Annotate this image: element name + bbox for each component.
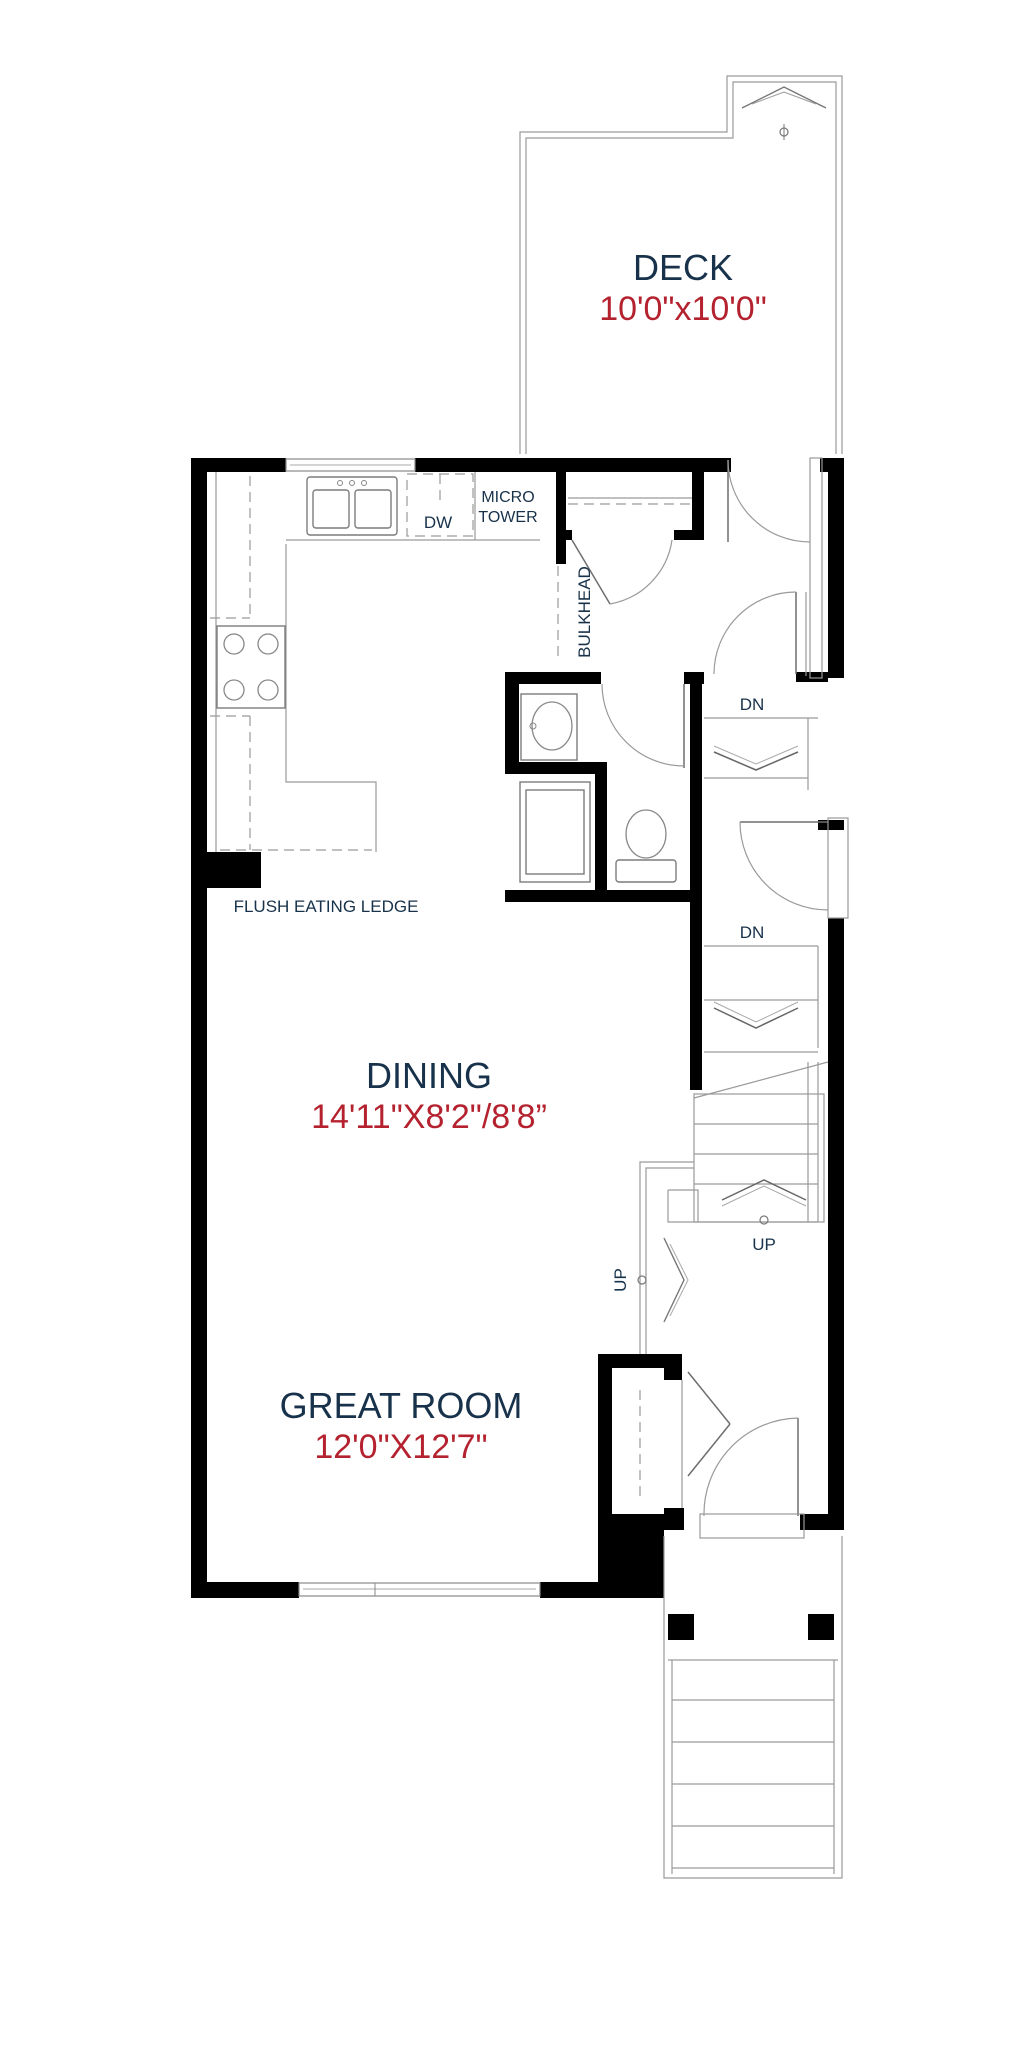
deck-dimensions: 10'0"x10'0"	[599, 290, 767, 328]
dining-dimensions: 14'11"X8'2"/8'8”	[311, 1098, 547, 1136]
mudroom: BULKHEAD	[557, 457, 823, 679]
bulkhead-label: BULKHEAD	[575, 566, 594, 658]
exterior-walls	[191, 458, 844, 1598]
stair-down-upper: DN	[704, 695, 818, 790]
great-room-name: GREAT ROOM	[280, 1385, 523, 1426]
dn-lower-label: DN	[740, 923, 765, 942]
interior-walls	[505, 472, 844, 1090]
entry-stair-arrow-icon	[637, 1237, 689, 1323]
landing-door	[739, 817, 849, 919]
deck-stair-arrow-icon	[741, 86, 827, 140]
up-stair-label: UP	[752, 1235, 776, 1254]
kitchen: MICRO TOWER DW FLUSH EATING LEDGE	[210, 472, 540, 916]
window-top	[285, 458, 416, 472]
powder-room	[519, 683, 685, 883]
deck-name: DECK	[633, 247, 733, 288]
great-room-dimensions: 12'0"X12'7"	[314, 1428, 487, 1466]
entry: UP	[611, 1161, 843, 1879]
window-bottom	[298, 1582, 541, 1597]
cooktop-icon	[216, 625, 286, 709]
stair-down-lower: DN	[704, 923, 819, 1053]
tower-label: TOWER	[478, 509, 537, 526]
dw-label: DW	[424, 513, 452, 532]
stair-up: UP	[667, 1061, 829, 1254]
up-entry-label: UP	[611, 1268, 630, 1292]
micro-label: MICRO	[481, 489, 534, 506]
dining-name: DINING	[366, 1055, 492, 1096]
deck-area	[519, 75, 843, 454]
toilet-icon	[615, 809, 677, 883]
dn-upper-label: DN	[740, 695, 765, 714]
vanity-sink-icon	[520, 693, 578, 761]
flush-eating-ledge-label: FLUSH EATING LEDGE	[234, 897, 419, 916]
kitchen-sink-icon	[306, 476, 398, 536]
